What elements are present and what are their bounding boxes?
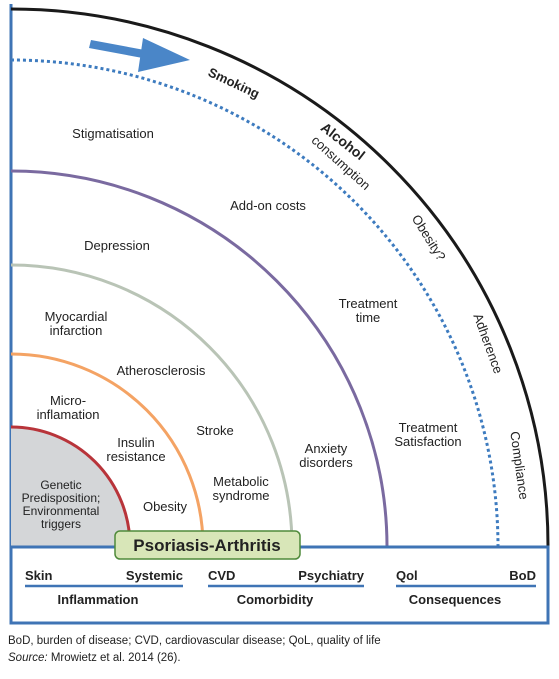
- label-micro-2: inflamation: [37, 407, 100, 422]
- core-line-3: Environmental: [23, 504, 100, 518]
- gray-ring: [10, 263, 294, 547]
- legend-cvd: CVD: [208, 568, 235, 583]
- legend-bod: BoD: [509, 568, 536, 583]
- psoriasis-comorbidity-diagram: Smoking Alcohol consumption Obesity? Adh…: [9, 4, 550, 625]
- legend-skin: Skin: [25, 568, 53, 583]
- label-satisfaction-1: Treatment: [399, 420, 458, 435]
- label-metabolic-1: Metabolic: [213, 474, 269, 489]
- label-anxiety-2: disorders: [299, 455, 353, 470]
- caption-abbreviations: BoD, burden of disease; CVD, cardiovascu…: [8, 635, 381, 647]
- core-line-1: Genetic: [40, 478, 81, 492]
- caption-source-label: Source:: [8, 652, 48, 664]
- label-stigmatisation: Stigmatisation: [72, 126, 154, 141]
- label-obesity-question: Obesity?: [409, 212, 449, 263]
- core-ring: [10, 425, 132, 547]
- label-insulin-1: Insulin: [117, 435, 155, 450]
- progression-arrow-icon: [89, 38, 190, 72]
- core-line-2: Predisposition;: [22, 491, 101, 505]
- label-anxiety-1: Anxiety: [305, 441, 348, 456]
- core-line-4: triggers: [41, 517, 81, 531]
- label-add-on-costs: Add-on costs: [230, 198, 306, 213]
- caption-source: Source: Mrowietz et al. 2014 (26).: [8, 650, 553, 667]
- dotted-ring: [10, 58, 500, 547]
- label-smoking: Smoking: [206, 65, 262, 102]
- label-treatment-time-1: Treatment: [339, 296, 398, 311]
- label-myocardial-2: infarction: [50, 323, 103, 338]
- diagram-title: Psoriasis-Arthritis: [133, 536, 280, 555]
- label-compliance: Compliance: [507, 430, 531, 500]
- label-metabolic-2: syndrome: [212, 488, 269, 503]
- legend-systemic: Systemic: [126, 568, 183, 583]
- label-depression: Depression: [84, 238, 150, 253]
- legend-psychiatry: Psychiatry: [298, 568, 365, 583]
- title-box: [114, 530, 301, 560]
- legend-qol: Qol: [396, 568, 418, 583]
- orange-ring: [10, 352, 205, 547]
- core-circle: [11, 427, 130, 546]
- label-satisfaction-2: Satisfaction: [394, 434, 461, 449]
- label-obesity: Obesity: [143, 499, 188, 514]
- figure-caption: BoD, burden of disease; CVD, cardiovascu…: [8, 633, 553, 667]
- label-atherosclerosis: Atherosclerosis: [117, 363, 206, 378]
- legend-comorbidity: Comorbidity: [237, 592, 314, 607]
- label-myocardial-1: Myocardial: [45, 309, 108, 324]
- outer-ring: [10, 7, 550, 547]
- label-insulin-2: resistance: [106, 449, 165, 464]
- caption-source-text: Mrowietz et al. 2014 (26).: [47, 652, 181, 664]
- label-adherence: Adherence: [470, 311, 506, 375]
- label-treatment-time-2: time: [356, 310, 381, 325]
- label-micro-1: Micro-: [50, 393, 86, 408]
- legend-consequences: Consequences: [409, 592, 501, 607]
- purple-ring: [10, 169, 389, 547]
- label-stroke: Stroke: [196, 423, 234, 438]
- legend-inflammation: Inflammation: [58, 592, 139, 607]
